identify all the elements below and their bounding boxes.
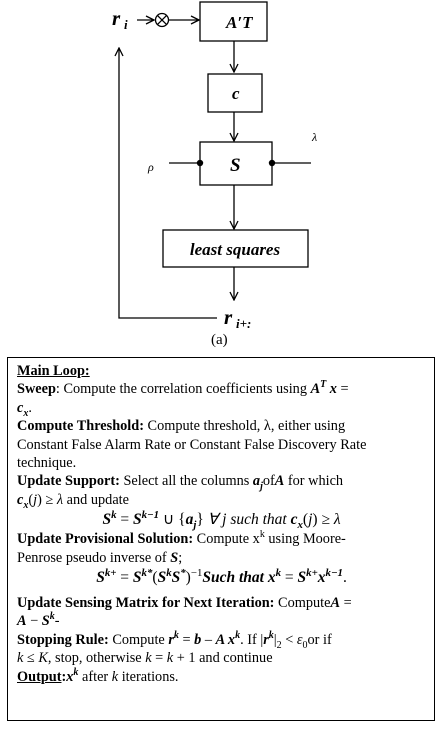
support-of: of (262, 473, 275, 490)
least-squares-block (162, 229, 309, 268)
sensing-text: Compute (274, 595, 331, 612)
support-label: Update Support: (17, 473, 120, 490)
output-iterations: iterations. (118, 668, 179, 685)
output-signal-subscript: i+: (236, 316, 251, 331)
multiplier-symbol (154, 12, 170, 28)
rho-label: ρ (147, 160, 154, 174)
stopping-stop: , stop, otherwise (47, 650, 146, 667)
threshold-label: Compute Threshold: (17, 418, 144, 435)
provisional-text-3: Penrose pseudo inverse of S; (17, 549, 183, 566)
threshold-step: Compute Threshold: Compute threshold, λ,… (17, 417, 426, 435)
lambda-junction-dot (268, 159, 276, 167)
stopping-or-if: or if (307, 631, 332, 648)
output-label: Output (17, 668, 62, 685)
provisional-label: Update Provisional Solution: (17, 531, 194, 548)
stopping-label: Stopping Rule: (17, 631, 109, 648)
stopping-step-cont: k ≤ K, stop, otherwise k = k + 1 and con… (17, 650, 273, 667)
algorithm-box: Main Loop: Sweep: Compute the correlatio… (7, 357, 435, 721)
input-signal-subscript: i (124, 17, 128, 32)
support-and-update: and update (63, 491, 129, 508)
provisional-equation: Sk+ = Sk*(SkS*)−1Such that xk = Sk+xk−1. (96, 566, 347, 587)
main-loop-title: Main Loop: (17, 363, 90, 379)
sweep-step-cont: cx. (17, 399, 32, 419)
threshold-text: Compute threshold, λ, either using (143, 418, 346, 435)
output-step: Output:xk after k iterations. (17, 666, 179, 685)
provisional-text-2: using Moore- (264, 531, 346, 548)
sensing-step: Update Sensing Matrix for Next Iteration… (17, 595, 352, 612)
sweep-step: Sweep: Compute the correlation coefficie… (17, 379, 349, 398)
feedback-loop-line (119, 48, 217, 319)
stopping-if: . If (240, 631, 261, 648)
stopping-text: Compute (108, 631, 169, 648)
support-step: Update Support: Select all the columns a… (17, 473, 344, 493)
sweep-label: Sweep (17, 381, 56, 398)
support-text: Select all the columns (119, 473, 253, 490)
sensing-equation: A − Sk- (17, 611, 60, 630)
provisional-text: Compute x (193, 531, 260, 548)
provisional-step: Update Provisional Solution: Compute xk … (17, 529, 346, 548)
stopping-step: Stopping Rule: Compute rk = b – A xk. If… (17, 630, 332, 651)
threshold-text-2: Constant False Alarm Rate or Constant Fa… (17, 436, 367, 453)
lambda-label: λ (311, 130, 317, 144)
transpose-block-label: A′T (225, 13, 253, 32)
output-signal-label: r (224, 305, 233, 329)
support-block-label: S (230, 155, 241, 176)
rho-junction-dot (196, 159, 204, 167)
forall-text: ∀ j such that (203, 511, 291, 529)
such-that-text: Such that (202, 569, 264, 587)
figure-caption: (a) (211, 332, 228, 348)
output-text: after (78, 668, 112, 685)
support-condition: cx(j) ≥ λ and update (17, 491, 129, 511)
support-block (199, 141, 273, 186)
input-signal-label: r (112, 6, 121, 30)
block-diagram: r i A′T c S ρ λ least squares r i+: (a) (112, 1, 317, 348)
support-update-equation: Sk = Sk−1 ∪ {aj} ∀ j such that cx(j) ≥ λ (102, 509, 341, 532)
correlation-block (207, 73, 263, 113)
sweep-text: : Compute the correlation coefficients u… (55, 381, 311, 398)
threshold-text-3: technique. (17, 455, 77, 472)
correlation-block-label: c (232, 84, 240, 103)
support-for-which: for which (284, 473, 344, 490)
sensing-label: Update Sensing Matrix for Next Iteration… (17, 595, 275, 612)
stopping-continue: and continue (195, 650, 273, 667)
least-squares-block-label: least squares (190, 240, 281, 259)
